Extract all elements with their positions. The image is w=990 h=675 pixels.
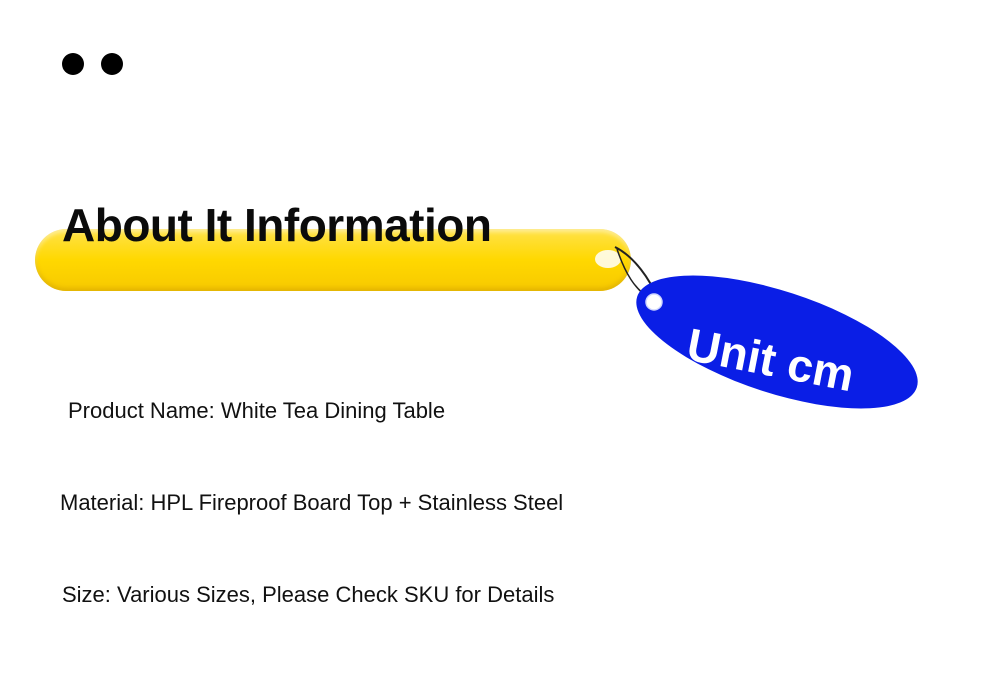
material-text: Material: HPL Fireproof Board Top + Stai… [60, 490, 564, 515]
tag-icon [614, 246, 918, 409]
dot-icon [101, 53, 123, 75]
unit-tag: Unit cm [605, 235, 935, 420]
dot-icon [62, 53, 84, 75]
size-text: Size: Various Sizes, Please Check SKU fo… [62, 582, 555, 607]
title-banner: About It Information [34, 196, 634, 296]
bar-hole [595, 250, 621, 268]
page-title: About It Information [62, 199, 492, 251]
decorative-dots [62, 53, 123, 75]
yellow-highlight-bar [35, 229, 631, 291]
product-name-text: Product Name: White Tea Dining Table [68, 398, 446, 423]
